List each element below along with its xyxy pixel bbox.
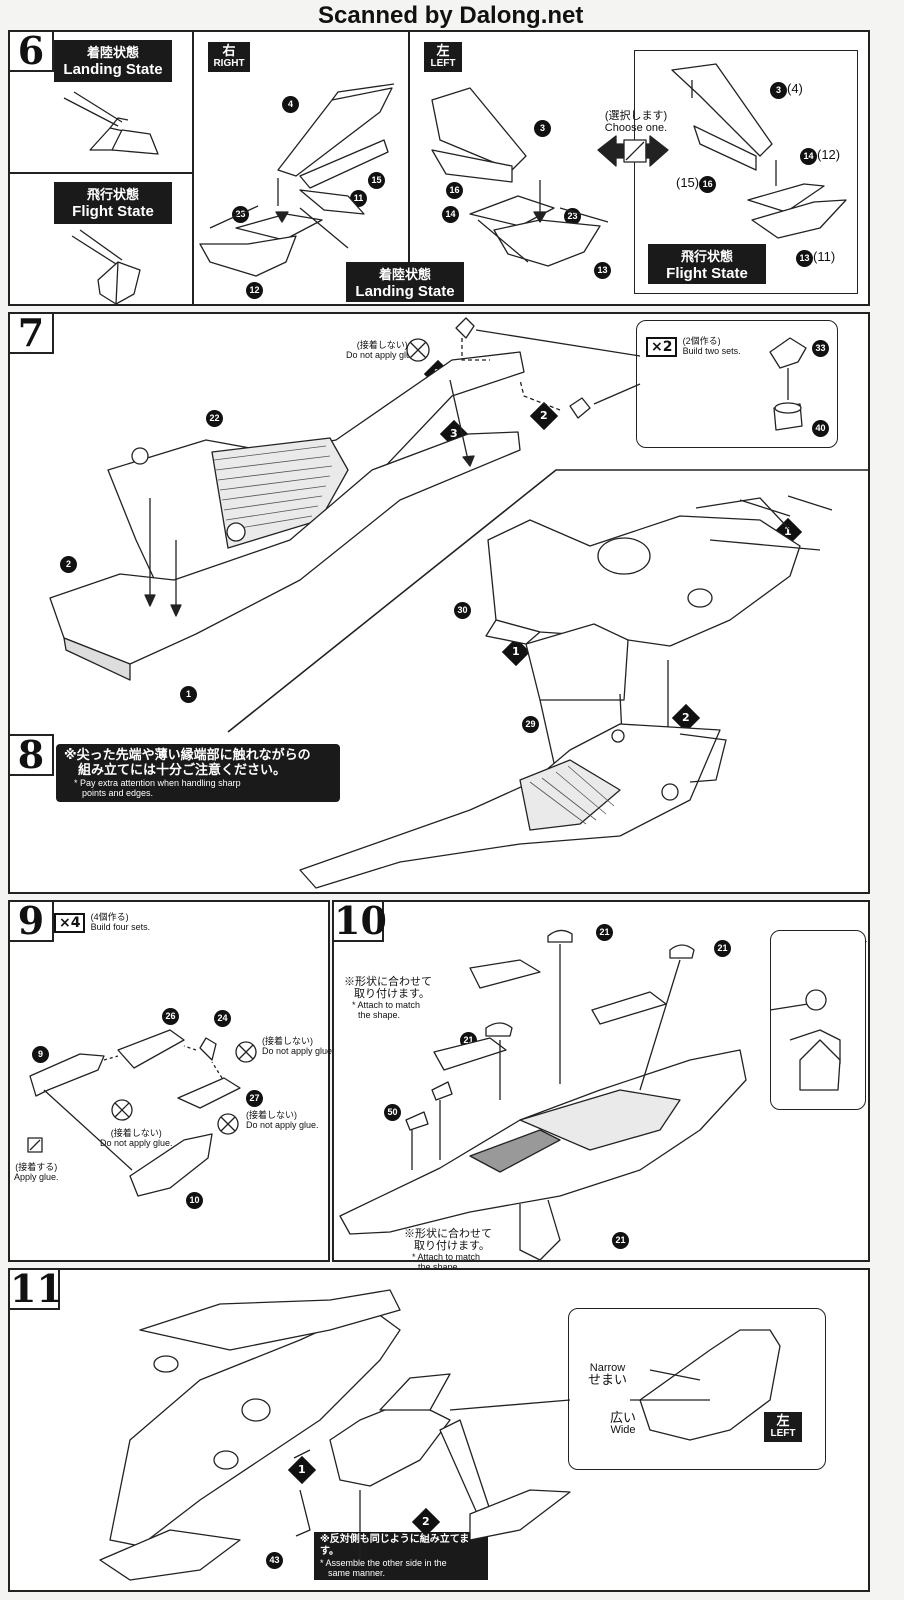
- inset-part-13-11: 13(11): [796, 250, 835, 267]
- step7-build-two: ×2 (2個作る)Build two sets.: [646, 336, 741, 357]
- part-40: 40: [812, 420, 829, 437]
- step8-number: 8: [8, 734, 54, 776]
- part-27: 27: [246, 1090, 263, 1107]
- flight-state-sketch: [72, 230, 140, 304]
- part-2: 2: [60, 556, 77, 573]
- part-21d: 21: [612, 1232, 629, 1249]
- step9-no-glue-c: (接着しない)Do not apply glue.: [246, 1110, 319, 1130]
- step10-number: 10: [332, 898, 387, 943]
- part-43: 43: [266, 1552, 283, 1569]
- inset-flight-assembly: [672, 64, 846, 238]
- step9-parts: [28, 1030, 256, 1196]
- landing-state-sketch: [64, 92, 158, 154]
- left-assembly: [432, 88, 608, 266]
- step6-divider-left: [192, 30, 194, 306]
- part-21a: 21: [596, 924, 613, 941]
- part-30: 30: [454, 602, 471, 619]
- step10-body: [340, 930, 840, 1260]
- step7-no-glue-note: (接着しない)Do not apply glue.: [346, 340, 419, 360]
- step6-divider-mid: [408, 30, 410, 294]
- right-assembly: [200, 84, 394, 276]
- step9-apply-glue: (接着する)Apply glue.: [14, 1162, 59, 1182]
- step7-small-parts: [407, 318, 806, 430]
- step8-body: [228, 470, 870, 888]
- inset-part-15-16: (15)16: [676, 176, 717, 193]
- step9-number: 9: [8, 900, 54, 942]
- part-9: 9: [32, 1046, 49, 1063]
- part-12: 12: [246, 282, 263, 299]
- step6-choose-label: (選択します)Choose one.: [604, 110, 668, 134]
- choose-arrow: [598, 136, 668, 166]
- part-33: 33: [812, 340, 829, 357]
- inset-part-14-12: 14(12): [800, 148, 840, 165]
- part-13: 13: [594, 262, 611, 279]
- part-1: 1: [180, 686, 197, 703]
- step6-inset-box: [634, 50, 858, 294]
- part-22: 22: [206, 410, 223, 427]
- part-16: 16: [446, 182, 463, 199]
- step11-other-side-note: ※反対側も同じように組み立てます。 * Assemble the other s…: [314, 1532, 488, 1580]
- step9-no-glue-b: (接着しない)Do not apply glue.: [100, 1128, 173, 1148]
- part-4: 4: [282, 96, 299, 113]
- step7-frame: [50, 352, 524, 680]
- part-21b: 21: [714, 940, 731, 957]
- step8-warning-box: ※尖った先端や薄い縁端部に触れながらの 組み立てには十分ご注意ください。 * P…: [56, 744, 340, 802]
- part-26: 26: [162, 1008, 179, 1025]
- part-10: 10: [186, 1192, 203, 1209]
- inset-part-3-4: 3(4): [770, 82, 803, 99]
- part-14: 14: [442, 206, 459, 223]
- step9-build-four: ×4 (4個作る)Build four sets.: [54, 912, 150, 933]
- step11-number: 11: [8, 1266, 63, 1311]
- step9-no-glue-a: (接着しない)Do not apply glue.: [262, 1036, 335, 1056]
- step7-number: 7: [8, 312, 54, 354]
- part-50: 50: [384, 1104, 401, 1121]
- part-15: 15: [368, 172, 385, 189]
- part-3: 3: [534, 120, 551, 137]
- step6-divider-h: [8, 172, 194, 174]
- watermark-title: Scanned by Dalong.net: [318, 2, 584, 29]
- part-24: 24: [214, 1010, 231, 1027]
- part-29: 29: [522, 716, 539, 733]
- step6-number: 6: [8, 30, 54, 72]
- step11-body: [100, 1290, 780, 1580]
